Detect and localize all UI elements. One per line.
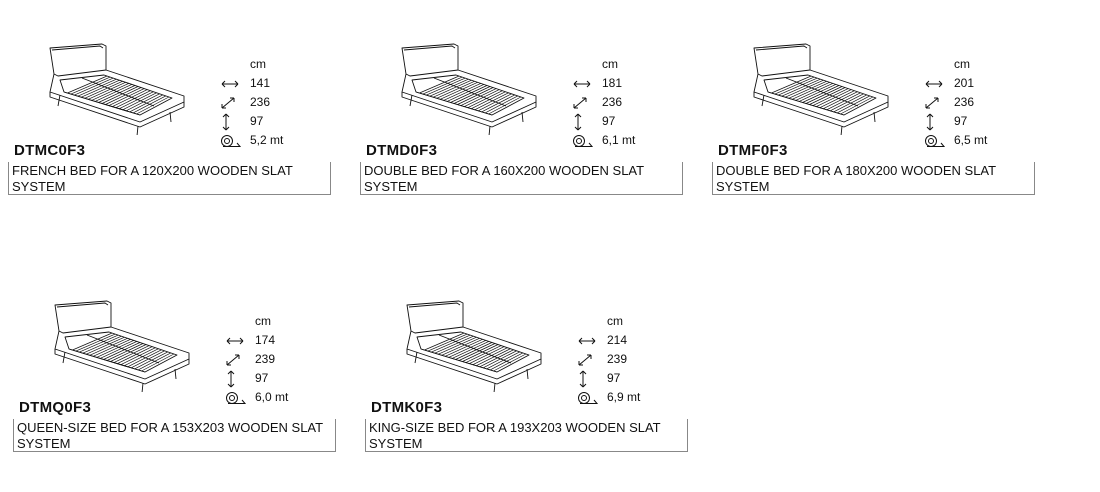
- description-box: DOUBLE BED FOR A 180X200 WOODEN SLAT SYS…: [712, 162, 1035, 195]
- length-value: 239: [607, 352, 628, 366]
- product-card-dtmq0f3: cm 174 239 97 6,0 mt DTMQ0F3 QUEEN-SIZE …: [13, 297, 343, 457]
- horizontal-double-arrow-icon: [220, 79, 250, 89]
- horizontal-double-arrow-icon: [572, 79, 602, 89]
- product-card-dtmf0f3: cm 201 236 97 6,5 mt DTMF0F3 DOUBLE BED …: [712, 40, 1042, 200]
- height-value: 97: [255, 371, 269, 385]
- height-value: 97: [607, 371, 621, 385]
- diagonal-double-arrow-icon: [572, 96, 602, 110]
- unit-label: cm: [255, 314, 271, 328]
- fabric-value: 6,5 mt: [954, 133, 988, 147]
- product-code: DTMC0F3: [14, 142, 86, 159]
- fabric-roll-icon: [924, 134, 954, 148]
- product-code: DTMD0F3: [366, 142, 438, 159]
- description-box: KING-SIZE BED FOR A 193X203 WOODEN SLAT …: [365, 419, 688, 452]
- vertical-double-arrow-icon: [572, 113, 602, 131]
- dimensions-block: cm 201 236 97 6,5 mt: [924, 55, 987, 150]
- unit-label: cm: [250, 57, 266, 71]
- height-value: 97: [250, 114, 264, 128]
- dimensions-block: cm 214 239 97 6,9 mt: [577, 312, 640, 407]
- unit-label: cm: [954, 57, 970, 71]
- unit-label: cm: [602, 57, 618, 71]
- width-value: 181: [602, 76, 623, 90]
- product-code: DTMF0F3: [718, 142, 788, 159]
- bed-illustration: [401, 43, 537, 135]
- fabric-value: 6,1 mt: [602, 133, 636, 147]
- diagonal-double-arrow-icon: [924, 96, 954, 110]
- bed-illustration: [54, 300, 190, 392]
- product-code: DTMQ0F3: [19, 399, 92, 416]
- bed-illustration: [406, 300, 542, 392]
- product-description: DOUBLE BED FOR A 160X200 WOODEN SLAT SYS…: [364, 163, 644, 194]
- dimensions-block: cm 141 236 97 5,2 mt: [220, 55, 283, 150]
- product-description: QUEEN-SIZE BED FOR A 153X203 WOODEN SLAT…: [17, 420, 323, 451]
- length-value: 236: [602, 95, 623, 109]
- bed-illustration: [753, 43, 889, 135]
- fabric-roll-icon: [572, 134, 602, 148]
- bed-illustration: [49, 43, 185, 135]
- description-box: DOUBLE BED FOR A 160X200 WOODEN SLAT SYS…: [360, 162, 683, 195]
- length-value: 239: [255, 352, 276, 366]
- product-card-dtmk0f3: cm 214 239 97 6,9 mt DTMK0F3 KING-SIZE B…: [365, 297, 695, 457]
- product-description: DOUBLE BED FOR A 180X200 WOODEN SLAT SYS…: [716, 163, 996, 194]
- height-value: 97: [602, 114, 616, 128]
- width-value: 214: [607, 333, 628, 347]
- description-box: QUEEN-SIZE BED FOR A 153X203 WOODEN SLAT…: [13, 419, 336, 452]
- fabric-roll-icon: [220, 134, 250, 148]
- vertical-double-arrow-icon: [924, 113, 954, 131]
- vertical-double-arrow-icon: [577, 370, 607, 388]
- fabric-roll-icon: [577, 391, 607, 405]
- vertical-double-arrow-icon: [220, 113, 250, 131]
- product-card-dtmd0f3: cm 181 236 97 6,1 mt DTMD0F3 DOUBLE BED …: [360, 40, 690, 200]
- width-value: 201: [954, 76, 975, 90]
- product-code: DTMK0F3: [371, 399, 443, 416]
- diagonal-double-arrow-icon: [225, 353, 255, 367]
- vertical-double-arrow-icon: [225, 370, 255, 388]
- fabric-value: 6,9 mt: [607, 390, 641, 404]
- fabric-value: 5,2 mt: [250, 133, 284, 147]
- horizontal-double-arrow-icon: [577, 336, 607, 346]
- width-value: 141: [250, 76, 271, 90]
- product-description: KING-SIZE BED FOR A 193X203 WOODEN SLAT …: [369, 420, 661, 451]
- diagonal-double-arrow-icon: [577, 353, 607, 367]
- horizontal-double-arrow-icon: [225, 336, 255, 346]
- height-value: 97: [954, 114, 968, 128]
- horizontal-double-arrow-icon: [924, 79, 954, 89]
- width-value: 174: [255, 333, 276, 347]
- fabric-value: 6,0 mt: [255, 390, 289, 404]
- description-box: FRENCH BED FOR A 120X200 WOODEN SLAT SYS…: [8, 162, 331, 195]
- length-value: 236: [954, 95, 975, 109]
- product-card-dtmc0f3: cm 141 236 97 5,2 mt DTMC0F3 FRENCH BED …: [8, 40, 338, 200]
- diagonal-double-arrow-icon: [220, 96, 250, 110]
- unit-label: cm: [607, 314, 623, 328]
- length-value: 236: [250, 95, 271, 109]
- dimensions-block: cm 174 239 97 6,0 mt: [225, 312, 288, 407]
- product-description: FRENCH BED FOR A 120X200 WOODEN SLAT SYS…: [12, 163, 293, 194]
- dimensions-block: cm 181 236 97 6,1 mt: [572, 55, 635, 150]
- fabric-roll-icon: [225, 391, 255, 405]
